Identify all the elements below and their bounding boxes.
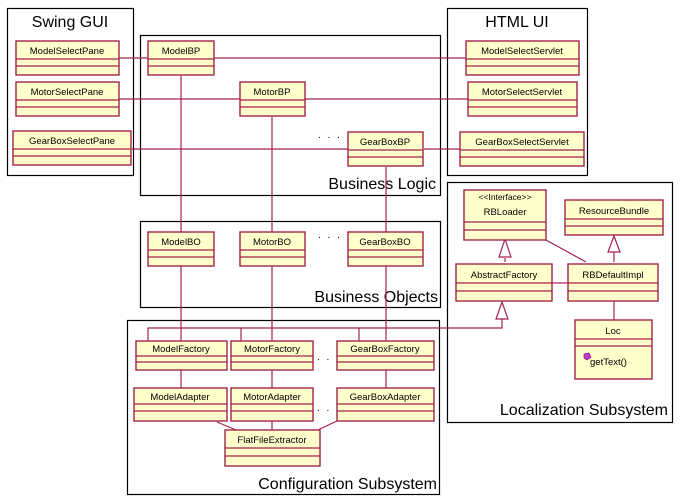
class-name: ModelSelectServlet	[481, 46, 563, 57]
generalization-factories-abstractfactory	[147, 319, 503, 341]
package-label-configuration: Configuration Subsystem	[258, 476, 437, 493]
class-motor-bp[interactable]: MotorBP	[239, 81, 306, 117]
assoc-modeladapter-flatfileextractor	[216, 421, 237, 431]
class-name: AbstractFactory	[471, 270, 538, 281]
package-label-localization: Localization Subsystem	[500, 402, 668, 419]
class-name: GearBoxBP	[360, 137, 410, 148]
class-rb-default-impl[interactable]: RBDefaultImpl	[567, 263, 659, 302]
ellipsis-adapters: . . .	[317, 403, 341, 414]
class-gearbox-bo[interactable]: GearBoxBO	[347, 231, 424, 267]
package-label-swing-gui: Swing GUI	[32, 14, 108, 31]
class-name: ModelFactory	[152, 344, 210, 355]
generalization-arrow-rbloader	[498, 237, 512, 258]
class-name: RBLoader	[484, 207, 527, 218]
class-motor-bo[interactable]: MotorBO	[239, 231, 306, 267]
class-resource-bundle[interactable]: ResourceBundle	[564, 199, 664, 236]
class-motor-factory[interactable]: MotorFactory	[230, 340, 314, 371]
class-model-adapter[interactable]: ModelAdapter	[133, 387, 228, 422]
class-motor-select-pane[interactable]: MotorSelectPane	[15, 81, 120, 117]
class-name: ModelBO	[161, 237, 201, 248]
class-name: GearBoxAdapter	[350, 392, 421, 403]
class-model-select-pane[interactable]: ModelSelectPane	[15, 40, 120, 76]
class-model-bp[interactable]: ModelBP	[147, 40, 215, 76]
class-gearbox-adapter[interactable]: GearBoxAdapter	[336, 387, 435, 422]
class-name: ResourceBundle	[579, 206, 649, 217]
class-name: GearBoxSelectServlet	[475, 137, 569, 148]
operation-get-text: getText()	[590, 357, 627, 368]
class-name: RBDefaultImpl	[582, 270, 643, 281]
class-model-select-servlet[interactable]: ModelSelectServlet	[465, 40, 580, 76]
class-name: MotorSelectServlet	[482, 87, 563, 98]
class-name: ModelAdapter	[150, 392, 209, 403]
class-name: ModelBP	[162, 46, 201, 57]
class-stereotype: <<Interface>>	[479, 192, 532, 202]
class-name: MotorBP	[254, 87, 291, 98]
class-gearbox-bp[interactable]: GearBoxBP	[347, 131, 424, 167]
assoc-gearboxadapter-flatfileextractor	[317, 419, 340, 431]
public-operation-icon	[583, 352, 592, 361]
class-name: MotorSelectPane	[31, 87, 104, 98]
class-model-factory[interactable]: ModelFactory	[135, 340, 228, 371]
class-name: FlatFileExtractor	[237, 435, 306, 446]
ellipsis-business-logic: . . .	[318, 130, 342, 141]
class-loc[interactable]: Loc getText()	[574, 319, 653, 380]
class-motor-adapter[interactable]: MotorAdapter	[230, 387, 314, 422]
ellipsis-factories: . . .	[317, 352, 341, 363]
class-flat-file-extractor[interactable]: FlatFileExtractor	[224, 429, 321, 467]
class-name: MotorBO	[253, 237, 291, 248]
class-name: MotorAdapter	[243, 392, 301, 403]
class-gearbox-select-servlet[interactable]: GearBoxSelectServlet	[459, 131, 585, 167]
class-name: MotorFactory	[244, 344, 300, 355]
class-name: GearBoxSelectPane	[29, 136, 115, 147]
class-model-bo[interactable]: ModelBO	[147, 231, 215, 267]
class-abstract-factory[interactable]: AbstractFactory	[455, 263, 553, 302]
class-name: GearBoxFactory	[350, 344, 419, 355]
class-gearbox-select-pane[interactable]: GearBoxSelectPane	[12, 130, 132, 166]
package-label-business-logic: Business Logic	[328, 176, 436, 193]
class-gearbox-factory[interactable]: GearBoxFactory	[336, 340, 435, 371]
class-name: ModelSelectPane	[30, 46, 104, 57]
package-label-business-objects: Business Objects	[314, 289, 438, 306]
assoc-rbloader-rbdefaultimpl	[545, 239, 587, 263]
package-label-html-ui: HTML UI	[485, 14, 548, 31]
connectors	[119, 57, 621, 431]
ellipsis-business-objects: . . .	[318, 230, 342, 241]
generalization-arrow-abstractfactory	[495, 300, 509, 320]
generalization-arrow-resourcebundle	[607, 234, 621, 253]
class-name: Loc	[605, 326, 621, 337]
class-motor-select-servlet[interactable]: MotorSelectServlet	[467, 81, 578, 117]
class-rb-loader[interactable]: <<Interface>> RBLoader	[463, 189, 547, 241]
class-name: GearBoxBO	[359, 237, 410, 248]
